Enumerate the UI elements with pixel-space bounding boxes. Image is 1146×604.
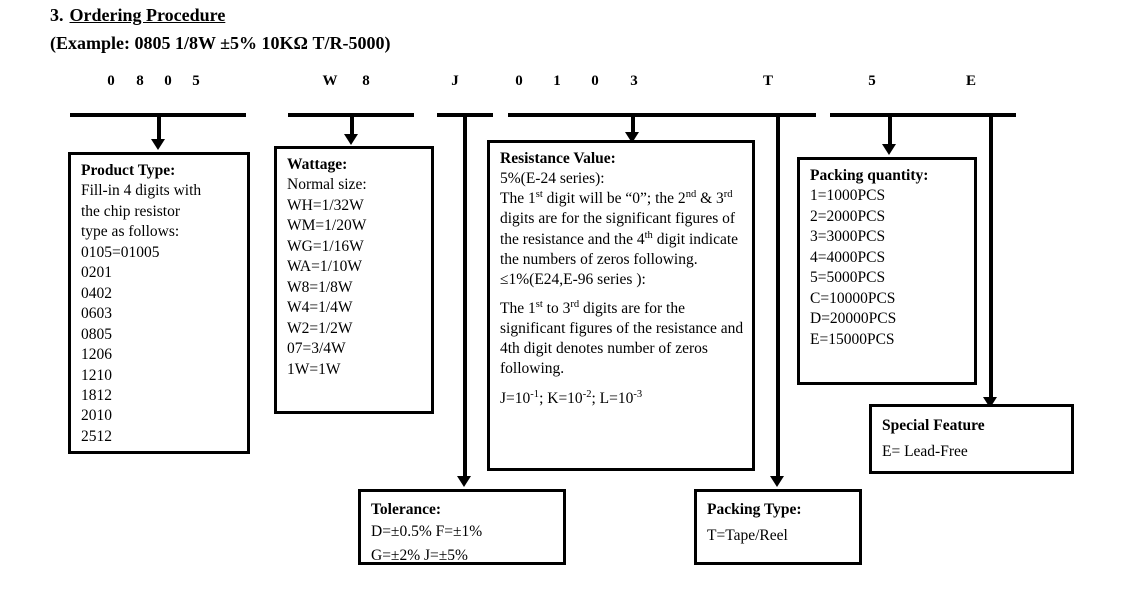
part-code-char-6: J (451, 73, 459, 89)
box-title-resistance-value: Resistance Value: (500, 150, 616, 167)
box-body-wattage: Normal size: WH=1/32W WM=1/20W WG=1/16W WA=1… (287, 175, 423, 380)
list-line: C=10000PCS (810, 289, 896, 307)
part-code-char-11: T (762, 73, 773, 89)
box-product-type: Product Type: Fill-in 4 digits with the c… (68, 152, 250, 454)
arrow-resistance (625, 132, 639, 143)
box-wattage: Wattage: Normal size: WH=1/32W WM=1/20W WG=… (274, 146, 434, 414)
connector-line-tolerance (463, 113, 467, 479)
arrow-packing-quantity (882, 144, 896, 155)
list-line: 1812 (81, 386, 112, 404)
section-heading: 3.Ordering Procedure (50, 5, 225, 26)
box-body-packing-type: T=Tape/Reel (707, 526, 851, 546)
list-line: WH=1/32W (287, 196, 364, 214)
box-body-tolerance: D=±0.5% F=±1% G=±2% J=±5% (371, 520, 555, 567)
resistance-multipliers: J=10-1; K=10-2; L=10-3 (500, 388, 643, 407)
box-body-product-type: Fill-in 4 digits with the chip resistor ty… (81, 181, 239, 447)
list-line: 0105=01005 (81, 243, 160, 261)
list-line: D=20000PCS (810, 310, 897, 328)
box-packing-type: Packing Type: T=Tape/Reel (694, 489, 862, 565)
list-line: the chip resistor (81, 202, 181, 220)
example-line: (Example: 0805 1/8W ±5% 10KΩ T/R-5000) (50, 33, 391, 53)
list-line: 0805 (81, 325, 112, 343)
list-line: Normal size: (287, 176, 367, 194)
box-title-packing-type: Packing Type: (707, 501, 802, 518)
arrow-packing-type (770, 476, 784, 487)
part-code-char-13: E (965, 73, 976, 89)
part-code-char-1: 8 (136, 73, 144, 89)
box-title-tolerance: Tolerance: (371, 501, 442, 518)
list-line: 5=5000PCS (810, 269, 886, 287)
resistance-spacer-1 (500, 290, 744, 299)
list-line: 0402 (81, 284, 112, 302)
list-line: 1206 (81, 346, 112, 364)
part-code-char-7: 0 (515, 73, 523, 89)
list-line: 1=1000PCS (810, 187, 886, 205)
list-line: 0603 (81, 305, 112, 323)
connector-line-special-feature (989, 113, 993, 400)
box-tolerance: Tolerance: D=±0.5% F=±1% G=±2% J=±5% (358, 489, 566, 565)
list-line: 4=4000PCS (810, 248, 886, 266)
list-line: D=±0.5% F=±1% (371, 523, 483, 541)
part-code-char-5: 8 (362, 73, 370, 89)
list-line: WM=1/20W (287, 217, 367, 235)
list-line: Fill-in 4 digits with (81, 182, 202, 200)
box-title-special-feature: Special Feature (882, 417, 985, 434)
connector-line-resistance (631, 113, 635, 136)
list-line: 0201 (81, 264, 112, 282)
resistance-para-5pct: The 1st digit will be “0”; the 2nd & 3rd… (500, 189, 739, 268)
list-line: 1W=1W (287, 360, 341, 378)
connector-line-packing-type (776, 113, 780, 479)
arrow-tolerance (457, 476, 471, 487)
connector-bar-packing-quantity (830, 113, 958, 117)
list-line: W8=1/8W (287, 278, 353, 296)
connector-line-product-type (157, 113, 161, 142)
arrow-special-feature (983, 397, 997, 408)
part-code-char-9: 0 (591, 73, 599, 89)
list-line: T=Tape/Reel (707, 527, 788, 545)
section-number: 3. (50, 5, 64, 25)
part-code-char-10: 3 (630, 73, 638, 89)
box-title-product-type: Product Type: (81, 162, 176, 179)
arrow-wattage (344, 134, 358, 145)
resistance-para-1pct: The 1st to 3rd digits are for the signif… (500, 298, 744, 378)
list-line: 3=3000PCS (810, 228, 886, 246)
box-body-packing-quantity: 1=1000PCS 2=2000PCS 3=3000PCS 4=4000PCS 5=50… (810, 186, 966, 350)
part-code-char-3: 5 (192, 73, 200, 89)
list-line: 2512 (81, 427, 112, 445)
part-number-code-row: 0 8 0 5 W 8 J 0 1 0 3 T 5 E (0, 73, 1146, 95)
part-code-char-2: 0 (164, 73, 172, 89)
list-line: WA=1/10W (287, 258, 363, 276)
part-code-char-8: 1 (553, 73, 561, 89)
connector-line-wattage (350, 113, 354, 138)
connector-line-packing-quantity (888, 113, 892, 147)
list-line: WG=1/16W (287, 237, 364, 255)
list-line: G=±2% J=±5% (371, 546, 468, 564)
list-line: E=15000PCS (810, 330, 895, 348)
box-resistance-value: Resistance Value: 5%(E-24 series): The 1… (487, 140, 755, 471)
arrow-product-type (151, 139, 165, 150)
box-title-wattage: Wattage: (287, 156, 348, 173)
list-line: W4=1/4W (287, 299, 353, 317)
list-line: W2=1/2W (287, 319, 353, 337)
box-title-packing-quantity: Packing quantity: (810, 167, 929, 184)
connector-bar-special-feature (958, 113, 1016, 117)
section-title: Ordering Procedure (69, 5, 226, 25)
resistance-series-5pct: 5%(E-24 series): (500, 170, 605, 188)
resistance-series-1pct: ≤1%(E24,E-96 series ): (500, 270, 646, 288)
list-line: 2010 (81, 407, 112, 425)
list-line: E= Lead-Free (882, 443, 968, 461)
part-code-char-12: 5 (868, 73, 876, 89)
box-special-feature: Special Feature E= Lead-Free (869, 404, 1074, 474)
list-line: 2=2000PCS (810, 207, 886, 225)
part-code-char-0: 0 (107, 73, 115, 89)
resistance-spacer-2 (500, 380, 744, 389)
box-packing-quantity: Packing quantity: 1=1000PCS 2=2000PCS 3=30… (797, 157, 977, 385)
list-line: 07=3/4W (287, 340, 346, 358)
list-line: type as follows: (81, 223, 180, 241)
part-code-char-4: W (322, 73, 338, 89)
list-line: 1210 (81, 366, 112, 384)
box-body-special-feature: E= Lead-Free (882, 442, 1063, 462)
